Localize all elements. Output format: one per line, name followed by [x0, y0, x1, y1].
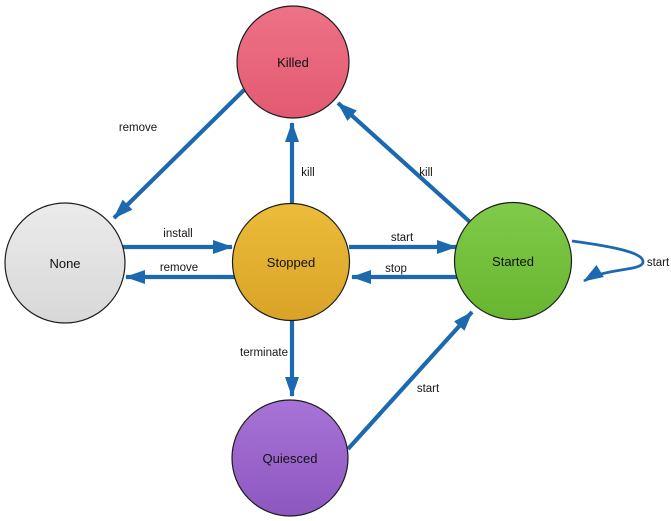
transition-label: install	[163, 228, 192, 240]
state-label: Killed	[277, 55, 309, 70]
state-circle	[231, 399, 349, 517]
state-circle	[236, 5, 350, 119]
transition-arrow	[336, 101, 472, 224]
transition-label: stop	[385, 263, 407, 275]
transition-label: kill	[419, 167, 432, 179]
state-node-killed: Killed	[236, 5, 350, 119]
transition-label: start	[417, 383, 440, 395]
edge-stopped-to-none: remove	[125, 262, 235, 284]
state-label: Quiesced	[263, 451, 318, 466]
transition-arrow	[112, 88, 246, 220]
edge-none-to-stopped: install	[123, 228, 233, 254]
edges: remove install remove kill kill	[112, 88, 670, 451]
edge-started-to-stopped: stop	[351, 263, 458, 284]
edge-stopped-to-started: start	[349, 232, 457, 254]
edge-stopped-to-quiesced: terminate	[240, 321, 299, 397]
edge-stopped-to-killed: kill	[285, 122, 315, 204]
state-node-none: None	[4, 202, 126, 324]
state-label: None	[49, 256, 80, 271]
transition-arrow	[571, 239, 645, 283]
state-node-started: Started	[453, 201, 573, 321]
transition-arrow	[346, 310, 474, 451]
transition-label: terminate	[240, 347, 288, 359]
transition-label: remove	[119, 122, 157, 134]
edge-started-self-loop: start	[571, 239, 670, 283]
edge-killed-to-none: remove	[112, 88, 246, 220]
state-circle	[453, 201, 573, 321]
state-node-stopped: Stopped	[231, 202, 351, 322]
state-circle	[4, 202, 126, 324]
edge-quiesced-to-started: start	[346, 310, 474, 451]
transition-label: kill	[301, 167, 314, 179]
state-label: Started	[492, 254, 534, 269]
state-node-quiesced: Quiesced	[231, 399, 349, 517]
edge-started-to-killed: kill	[336, 101, 472, 224]
transition-label: start	[647, 257, 670, 269]
nodes: Killed None Stopped Started Quiesced	[4, 5, 573, 517]
transition-label: start	[391, 232, 414, 244]
state-circle	[231, 202, 351, 322]
transition-label: remove	[160, 262, 198, 274]
state-label: Stopped	[267, 255, 315, 270]
